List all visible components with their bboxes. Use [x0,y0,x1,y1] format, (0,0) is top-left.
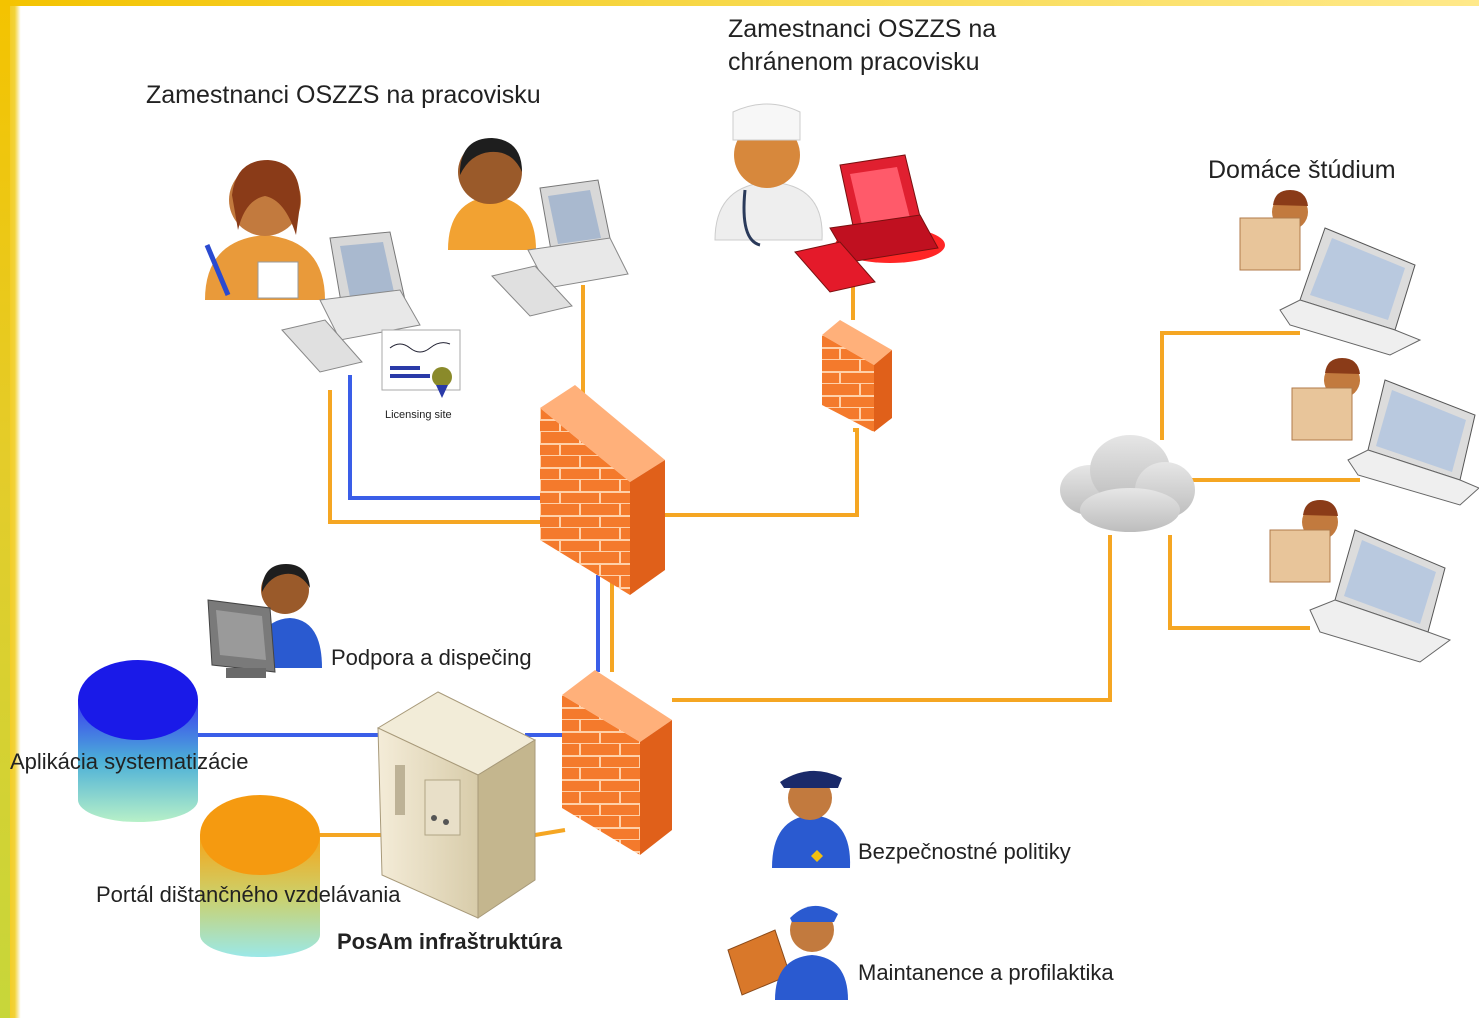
doctor-icon [714,103,823,247]
support-label: Podpora a dispečing [331,645,532,670]
link-laptop3 [1168,535,1310,630]
firewall-icon [540,385,665,595]
maintenance-label: Maintanence a profilaktika [858,960,1114,985]
firewall-icon [822,320,892,432]
cloud-icon [1060,435,1195,532]
link-protected [660,428,859,517]
link-server-fw2 [534,828,566,837]
laptop-icon [1309,529,1452,663]
licensing-site-label: Licensing site [385,409,452,421]
police-icon [772,770,851,868]
staff-protected-label-line2: chránenom pracovisku [728,48,980,76]
database-icon [200,795,320,957]
staff-protected-label-line1: Zamestnanci OSZZS na [728,15,997,43]
computer-icon [281,231,421,373]
laptop-icon [1279,227,1422,356]
server-icon [376,691,537,919]
laptop-icon [1347,379,1479,506]
distance-portal-label: Portál dištančného vzdelávania [96,882,401,907]
top-frame-band [0,0,1479,6]
reader-icon [1239,190,1308,271]
connection-lines [195,282,1360,837]
link-laptop1 [1160,331,1300,440]
link-onsite-blue [348,375,540,500]
app-systematization-label: Aplikácia systematizácie [10,749,249,774]
person-female-icon [204,160,325,300]
staff-onsite-label: Zamestnanci OSZZS na pracovisku [146,81,541,109]
home-study-label: Domáce štúdium [1208,156,1396,184]
link-onsite-orange [328,390,540,524]
person-icon [448,138,536,250]
certificate-icon [381,329,461,398]
security-policies-label: Bezpečnostné politiky [858,839,1071,864]
mechanic-icon [727,905,848,1000]
computer-icon [491,179,629,317]
red-computer-icon [794,154,945,293]
reader-icon [1291,358,1360,441]
infrastructure-label: PosAm infraštruktúra [337,929,562,954]
link-cloud [672,535,1112,702]
left-frame-band [0,0,10,1018]
reader-icon [1269,500,1338,583]
firewall-icon [562,670,672,855]
database-icon [78,660,198,822]
support-agent-icon [207,564,322,678]
